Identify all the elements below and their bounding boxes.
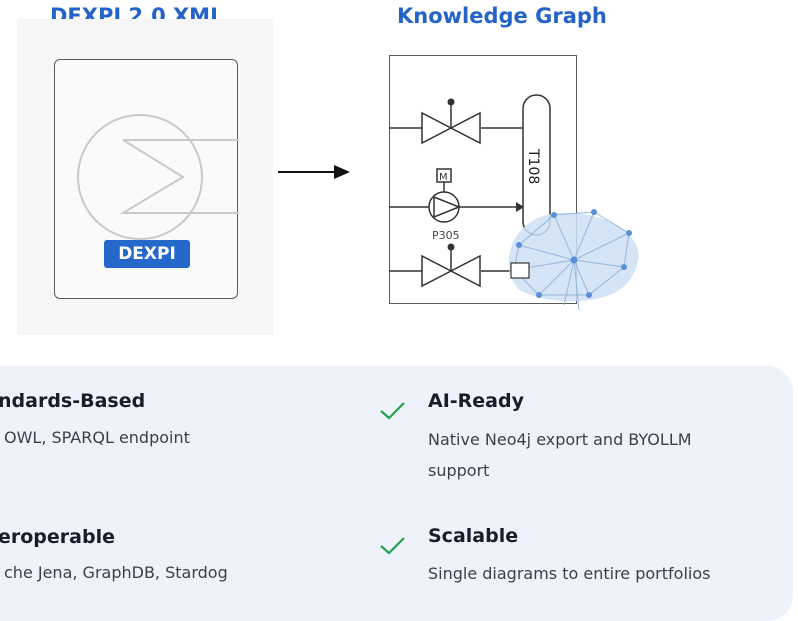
checkmark-icon	[380, 537, 405, 555]
pid-diagram: M P305 T108	[389, 94, 639, 311]
features-panel	[0, 366, 793, 621]
feature-scalable-title: Scalable	[428, 525, 519, 547]
motor-label: M	[439, 172, 448, 183]
tank-label: T108	[525, 148, 541, 184]
feature-interoperable-desc: che Jena, GraphDB, Stardog	[4, 563, 228, 582]
pump-label: P305	[432, 229, 460, 242]
feature-standards-title: ndards-Based	[0, 390, 146, 412]
feature-ai-ready-desc-line2: support	[428, 461, 490, 480]
ai-brain-icon	[508, 209, 639, 311]
knowledge-graph-title: Knowledge Graph	[397, 4, 607, 28]
feature-ai-ready-title: AI-Ready	[428, 390, 524, 412]
feature-ai-ready-desc-line1: Native Neo4j export and BYOLLM	[428, 430, 692, 449]
feature-standards-desc: OWL, SPARQL endpoint	[4, 428, 190, 447]
feature-scalable-desc: Single diagrams to entire portfolios	[428, 564, 711, 583]
checkmark-icon	[380, 402, 405, 420]
dexpi-badge: DEXPI	[104, 240, 190, 268]
feature-interoperable-title: eroperable	[0, 526, 115, 548]
arrow-right-icon	[278, 165, 350, 179]
